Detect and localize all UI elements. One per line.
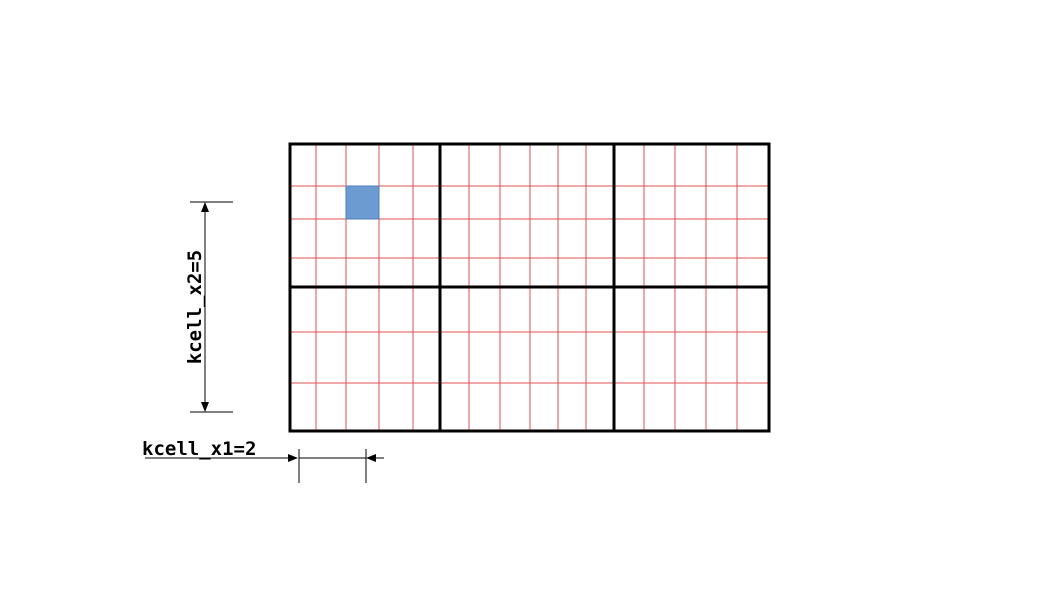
x-dimension-label: kcell_x1=2 [142,438,256,460]
x-dimension: kcell_x1=2 [142,438,384,483]
coarse-grid [288,142,771,433]
highlighted-cell [345,185,380,220]
y-dimension: kcell_x2=5 [184,201,233,413]
y-dimension-label: kcell_x2=5 [184,250,206,364]
